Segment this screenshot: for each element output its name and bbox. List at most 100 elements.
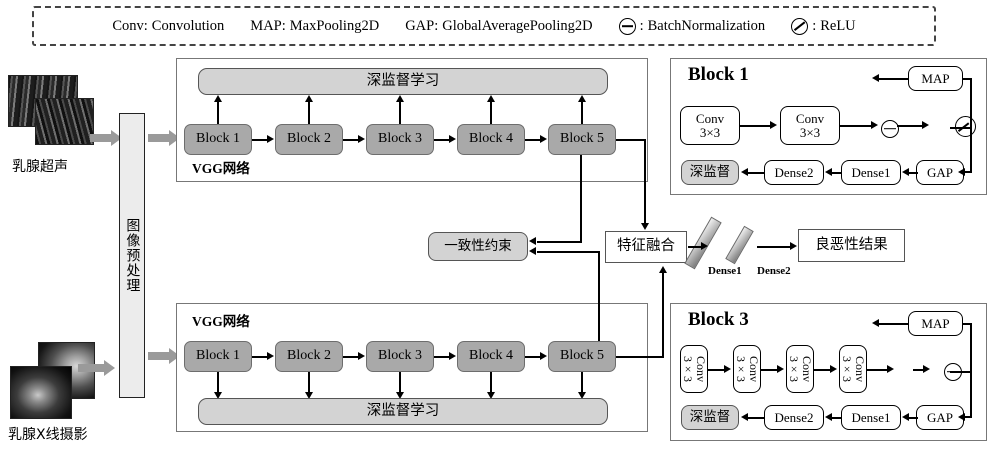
block3-bn-to-relu-line: [913, 369, 924, 371]
block1-conv2-to-bn-line: [840, 125, 872, 127]
block1-title: Block 1: [688, 64, 749, 85]
block1-relu-out-h: [950, 127, 972, 129]
top-block-1-label: Block 1: [196, 131, 240, 147]
bottom-block5-out-h: [616, 356, 664, 358]
top-arrow-1-2-head: [267, 135, 274, 143]
block1-relu-circle-icon: [955, 116, 976, 137]
block3-dense1-box[interactable]: Dense1: [841, 405, 901, 430]
malignancy-result-box[interactable]: 良恶性结果: [798, 229, 905, 262]
block3-dense2-label: Dense2: [774, 409, 814, 425]
block1-relu-to-gap-v: [970, 127, 972, 172]
block1-gap-box[interactable]: GAP: [916, 160, 964, 185]
bottom-block-5[interactable]: Block 5: [548, 341, 616, 372]
top-block-1[interactable]: Block 1: [184, 124, 252, 155]
block3-supervision-box[interactable]: 深监督: [681, 405, 739, 430]
bottom-sup-head-2: [304, 392, 313, 399]
top-block-5[interactable]: Block 5: [548, 124, 616, 155]
block3-conv2-to-conv3-head: [777, 365, 784, 373]
bottom-sup-head-3: [395, 392, 404, 399]
block1-map-label: MAP: [921, 70, 950, 86]
block1-supervision-box[interactable]: 深监督: [681, 160, 739, 185]
legend-key-batchnorm: :: [639, 17, 644, 34]
block1-map-box[interactable]: MAP: [908, 66, 963, 91]
block3-conv-3[interactable]: Conv 3×3: [786, 345, 814, 393]
fusion-to-dense-head: [701, 242, 708, 250]
consistency-feed-bottom-h: [537, 251, 600, 253]
block1-gap-to-dense1-line: [908, 172, 918, 174]
block3-title: Block 3: [688, 309, 749, 330]
legend-key-conv: Conv:: [112, 17, 148, 34]
preprocess-label: 图像预处理: [124, 218, 141, 293]
bottom-block-4-label: Block 4: [469, 348, 513, 364]
block1-relu-to-map-v: [970, 78, 972, 127]
bottom-block5-out-v: [662, 272, 664, 357]
legend-value-batchnorm: BatchNormalization: [647, 17, 766, 34]
dense1-label: Dense1: [708, 265, 742, 277]
top-sup-line-2: [308, 101, 310, 124]
block3-conv4-to-bn-line: [867, 369, 888, 371]
consistency-constraint-box[interactable]: 一致性约束: [428, 232, 528, 261]
legend-value-map: MaxPooling2D: [289, 17, 380, 34]
block1-conv1-to-conv2-head: [770, 121, 777, 129]
bottom-block-3[interactable]: Block 3: [366, 341, 434, 372]
block3-map-box[interactable]: MAP: [908, 311, 963, 336]
top-vgg-label: VGG网络: [192, 161, 250, 176]
preprocess-to-bottom-branch-arrow: [148, 348, 180, 364]
bottom-arrow-2-3-head: [358, 352, 365, 360]
legend-item-batchnorm: : BatchNormalization: [618, 17, 766, 35]
top-block5-out-v: [644, 139, 646, 224]
block3-gap-box[interactable]: GAP: [916, 405, 964, 430]
block3-map-in-h: [963, 323, 972, 325]
top-arrow-2-3-head: [358, 135, 365, 143]
top-block5-to-fusion-head: [641, 223, 649, 230]
top-sup-head-5: [577, 95, 586, 102]
consistency-feed-top-head: [529, 237, 536, 245]
feature-fusion-box[interactable]: 特征融合: [605, 231, 687, 263]
consistency-constraint-label: 一致性约束: [444, 238, 512, 255]
block1-dense2-box[interactable]: Dense2: [764, 160, 824, 185]
top-sup-head-1: [213, 95, 222, 102]
top-arrow-3-4-head: [449, 135, 456, 143]
legend-item-relu: : ReLU: [791, 17, 856, 35]
ultrasound-label: 乳腺超声: [12, 159, 68, 175]
block3-conv3-to-conv4-head: [830, 365, 837, 373]
block1-batchnorm-circle-icon: [881, 119, 899, 138]
legend-key-relu: :: [812, 17, 817, 34]
top-block-4[interactable]: Block 4: [457, 124, 525, 155]
block1-bn-to-relu-head: [922, 121, 929, 129]
top-block-3[interactable]: Block 3: [366, 124, 434, 155]
preprocess-to-top-branch-arrow: [148, 130, 180, 146]
block1-dense2-to-sup-line: [747, 172, 764, 174]
bottom-block-4[interactable]: Block 4: [457, 341, 525, 372]
block3-relu-out-h: [950, 371, 972, 373]
fusion-to-dense-line: [688, 246, 702, 248]
block3-conv1-to-conv2-line: [708, 369, 725, 371]
bottom-block-1-label: Block 1: [196, 348, 240, 364]
block1-supervision-label: 深监督: [689, 164, 731, 181]
block3-gap-label: GAP: [926, 409, 953, 425]
block3-conv-4[interactable]: Conv 3×3: [839, 345, 867, 393]
top-block-2[interactable]: Block 2: [275, 124, 343, 155]
bottom-sup-line-3: [399, 372, 401, 393]
top-sup-head-4: [486, 95, 495, 102]
block3-dense2-box[interactable]: Dense2: [764, 405, 824, 430]
bottom-block-1[interactable]: Block 1: [184, 341, 252, 372]
block3-map-out-h: [879, 323, 908, 325]
block3-conv-2[interactable]: Conv 3×3: [733, 345, 761, 393]
block1-dense1-box[interactable]: Dense1: [841, 160, 901, 185]
block3-conv-1[interactable]: Conv 3×3: [680, 345, 708, 393]
consistency-feed-top-v: [580, 155, 582, 243]
block1-gap-label: GAP: [926, 164, 953, 180]
ultrasound-image-front: [35, 98, 94, 145]
consistency-feed-bottom-head: [529, 247, 536, 255]
block3-conv4-to-bn-head: [887, 365, 894, 373]
block1-gap-in-h: [964, 171, 972, 173]
block3-dense1-to-dense2-head: [825, 413, 832, 421]
bottom-supervision-bar: 深监督学习: [198, 398, 608, 425]
block3-dense2-to-sup-head: [741, 413, 748, 421]
block3-gap-to-dense1-head: [902, 413, 909, 421]
bottom-block-2[interactable]: Block 2: [275, 341, 343, 372]
block1-dense1-label: Dense1: [851, 164, 891, 180]
